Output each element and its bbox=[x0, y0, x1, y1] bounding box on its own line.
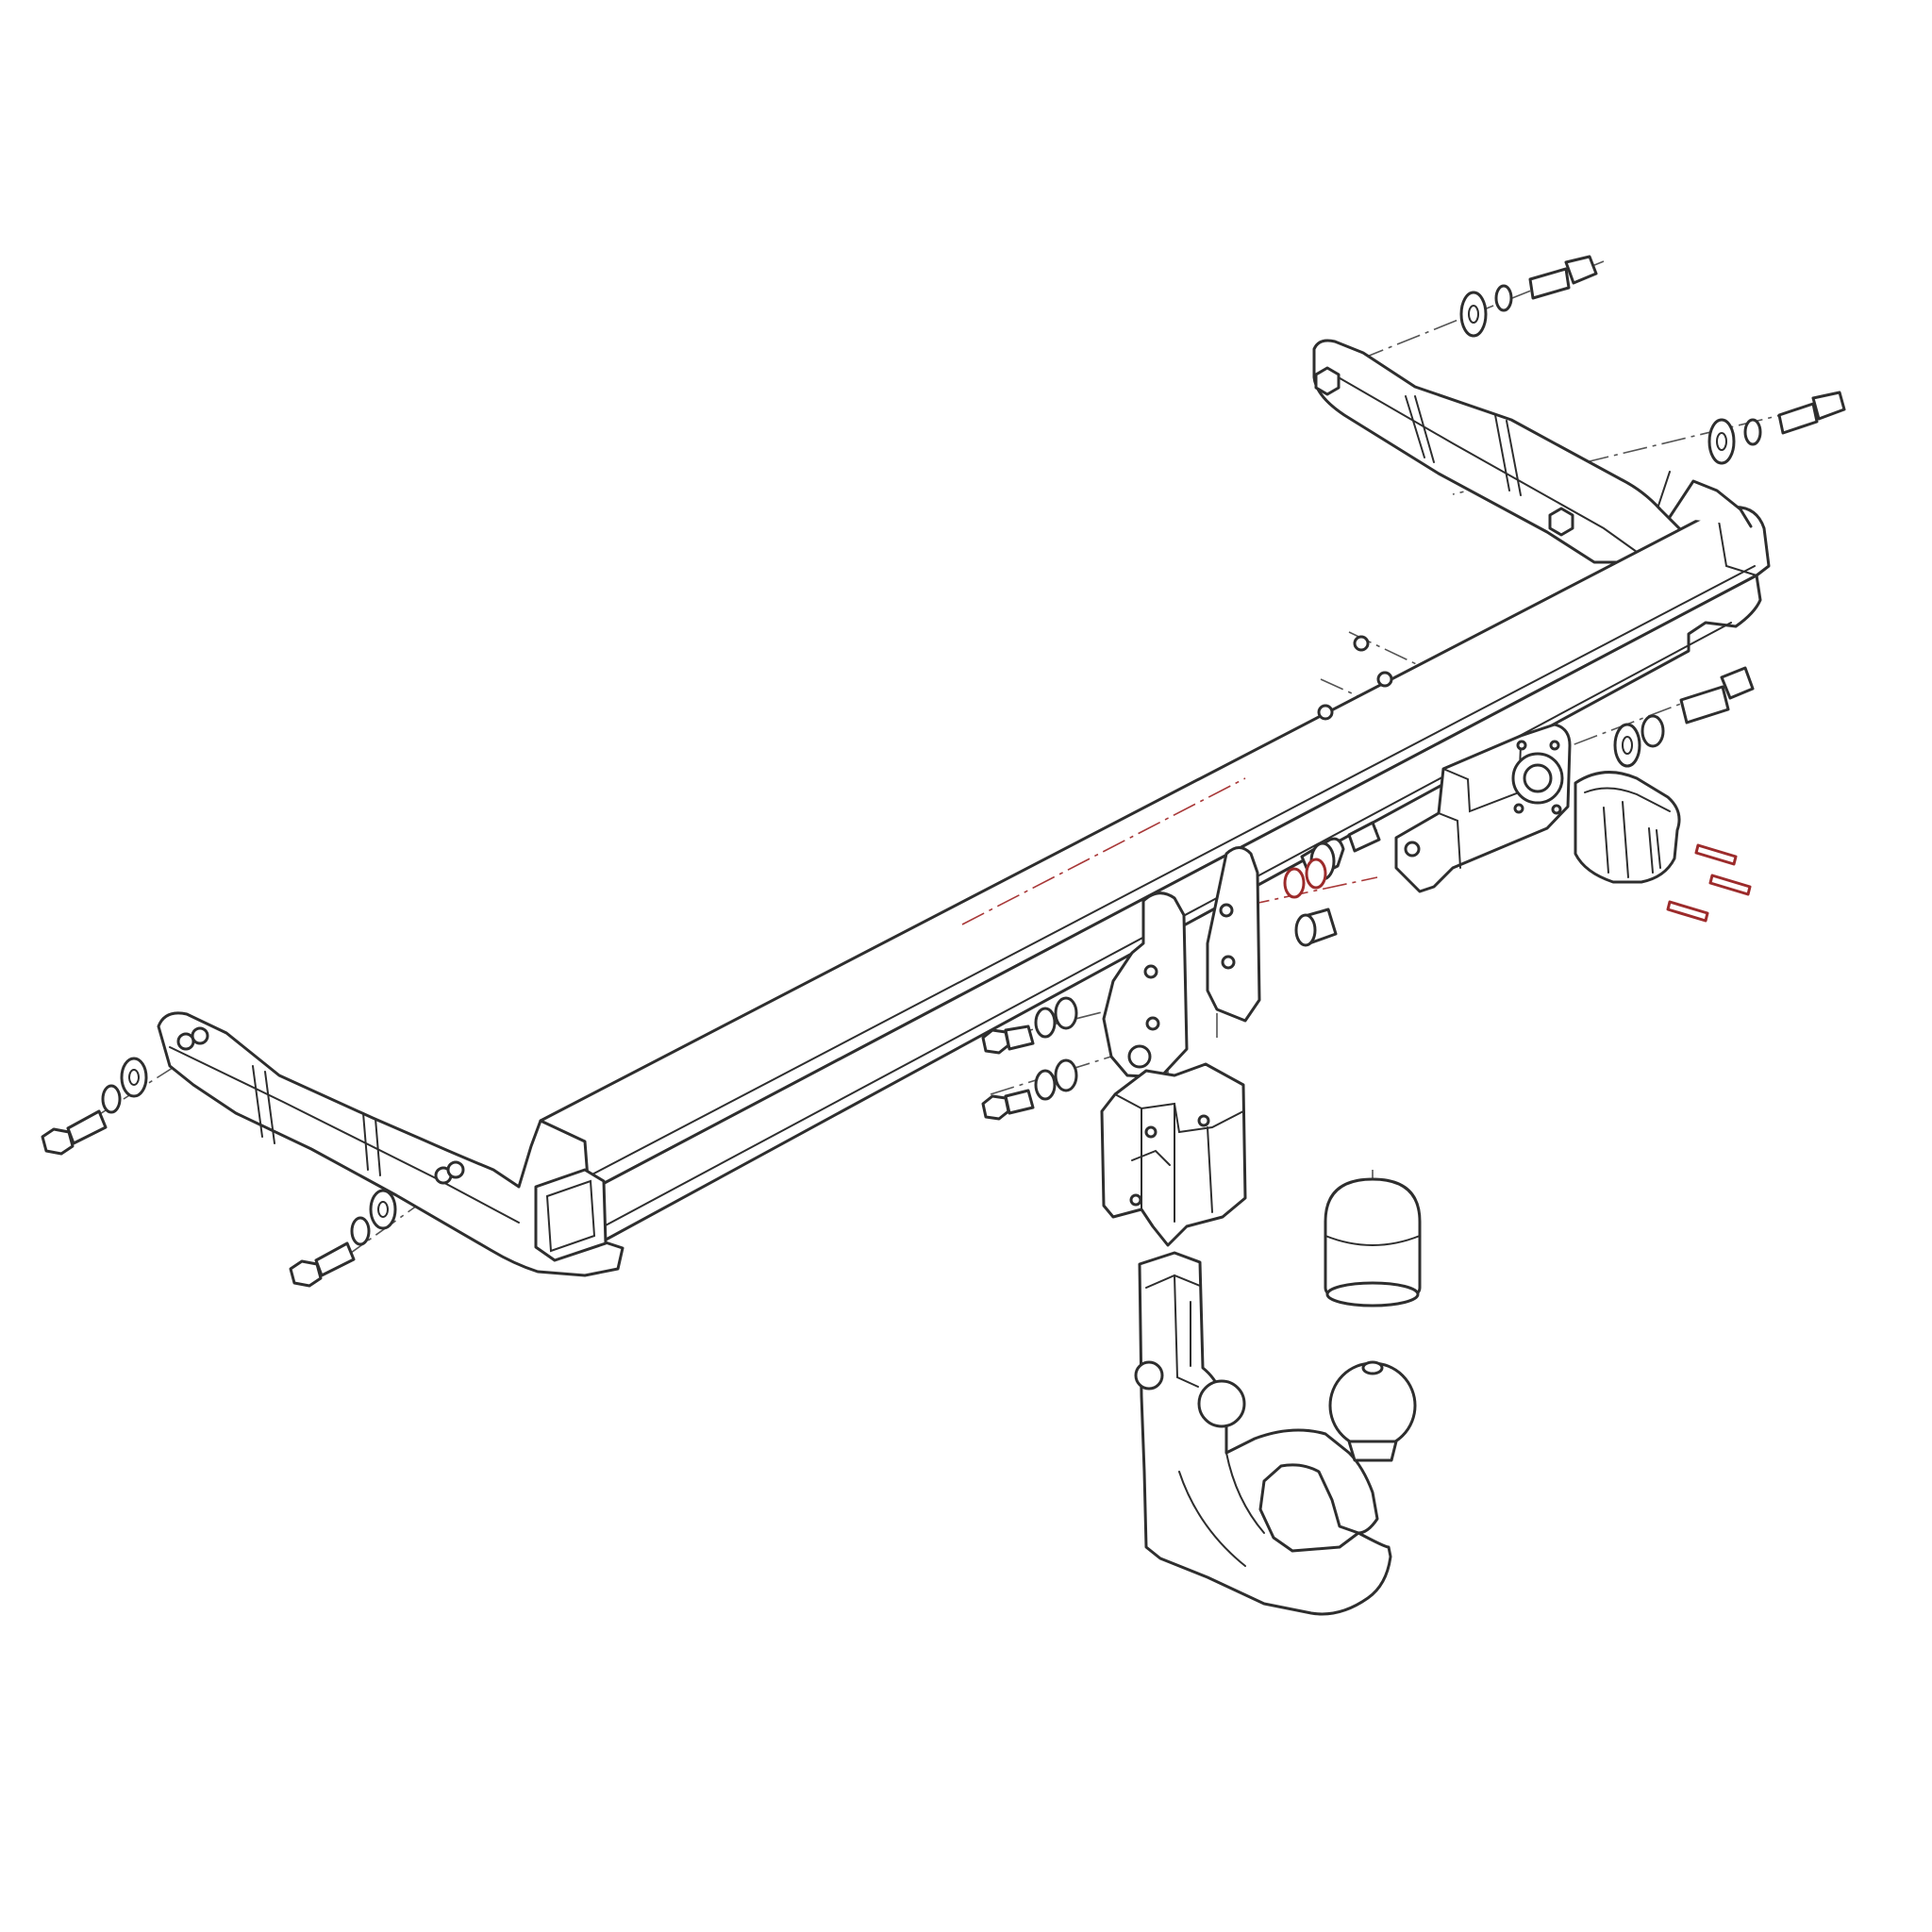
center-mounting-plates bbox=[1102, 846, 1261, 1079]
left-side-bracket bbox=[157, 1011, 625, 1277]
receiver-socket bbox=[1100, 1062, 1247, 1247]
tow-ball-cap bbox=[1324, 1177, 1422, 1307]
detachable-tow-ball-neck bbox=[1134, 1251, 1417, 1616]
bolts-washers-right-lower bbox=[1613, 666, 1755, 768]
bolts-washers-right-upper bbox=[1459, 255, 1846, 465]
bolts-washers-center bbox=[981, 635, 1393, 1121]
bolts-washers-left bbox=[41, 1057, 397, 1288]
bolts-highlighted-red bbox=[1283, 843, 1752, 923]
electrical-socket bbox=[1574, 771, 1681, 884]
electrical-socket-plate bbox=[1394, 723, 1572, 893]
